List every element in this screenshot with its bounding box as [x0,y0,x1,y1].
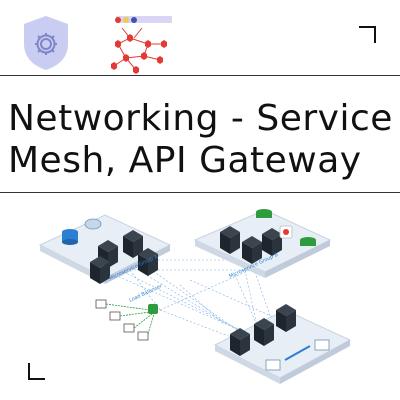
platform-group-c [213,309,352,384]
network-graph-icon [108,14,174,74]
servers-group-a [62,218,158,284]
network-diagram: Load Balancer Microservice Group A Micro… [30,200,380,390]
database-icon-a [62,229,78,245]
database-icon-b [256,209,272,218]
corner-bracket-bottom-left [28,362,46,380]
client-devices [95,299,155,341]
storage-icon-b [300,237,316,246]
title-line-2: Mesh, API Gateway [8,140,362,181]
title-line-1: Networking - Service [8,98,393,139]
shield-gear-icon [20,14,72,72]
device-icon-c [265,359,281,371]
title-top-rule [0,75,400,76]
title-bottom-rule [0,192,400,193]
title-band: Networking - Service Mesh, API Gateway [0,75,400,193]
device-icon-c2 [314,339,330,351]
servers-group-b [220,209,316,264]
cloud-icon-a [84,218,102,230]
load-balancer-label: Load Balancer [128,283,164,304]
alert-icon-b [279,225,293,239]
corner-bracket-top-right [358,26,376,44]
servers-group-c [230,304,330,371]
